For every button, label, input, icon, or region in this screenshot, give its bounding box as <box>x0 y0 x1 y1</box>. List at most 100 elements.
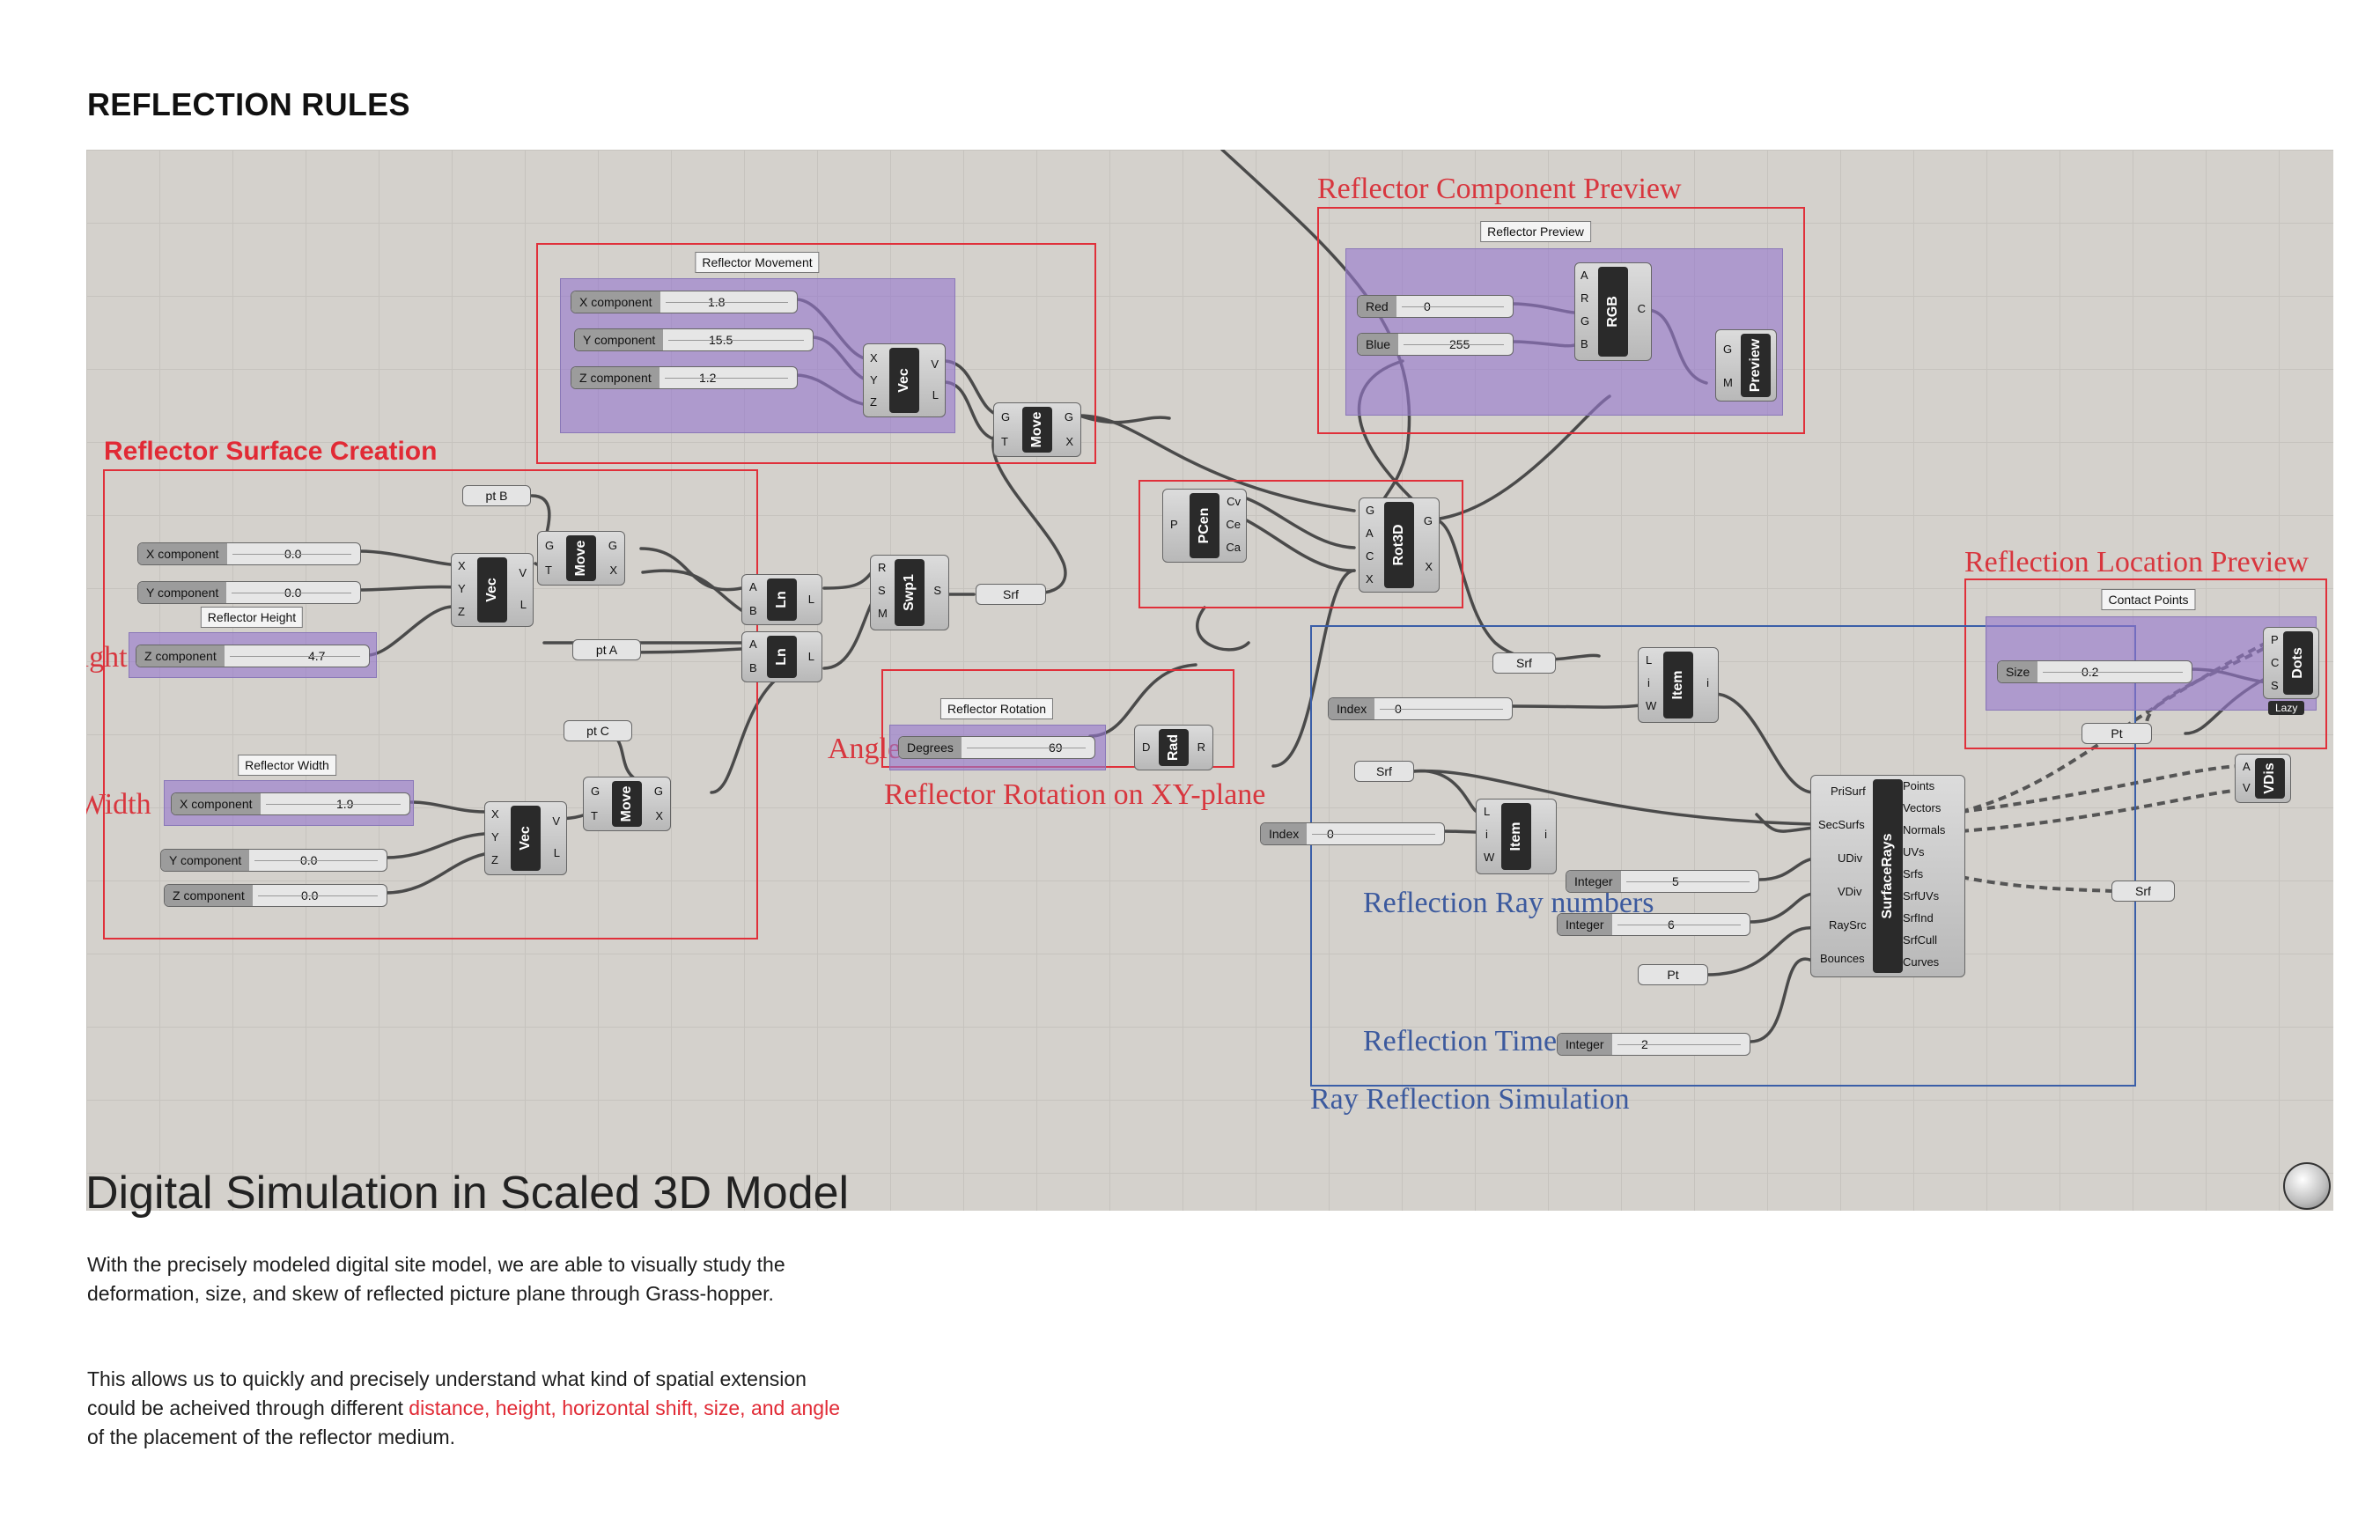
component-preview[interactable]: Preview G M <box>1715 329 1777 402</box>
slider-track[interactable] <box>1402 306 1504 307</box>
component-label: Move <box>1029 411 1044 448</box>
wire <box>409 800 486 814</box>
port-label: X <box>1425 560 1433 573</box>
component-line-1[interactable]: Ln A B L <box>741 574 822 625</box>
slider-name: Z component <box>165 885 253 906</box>
component-move-3[interactable]: Move G T G X <box>583 777 671 831</box>
navigation-ball-icon[interactable] <box>2283 1162 2331 1210</box>
component-core: Move <box>612 781 642 827</box>
wire <box>1078 414 1356 512</box>
port-label: R <box>1197 741 1205 754</box>
component-vector-display[interactable]: VDis A V <box>2235 754 2291 803</box>
grasshopper-canvas[interactable]: Reflector Surface Creation Reflector Com… <box>86 150 2333 1211</box>
component-move-1[interactable]: Move G T G X <box>993 402 1081 457</box>
port-label: L <box>519 598 527 611</box>
slider-track[interactable] <box>665 378 788 379</box>
slider-track[interactable] <box>1404 344 1504 345</box>
slider-track[interactable] <box>258 895 378 896</box>
component-line-2[interactable]: Ln A B L <box>741 631 822 682</box>
slider-track[interactable] <box>254 860 378 861</box>
slider-track[interactable] <box>666 302 788 303</box>
slider-track[interactable] <box>1617 1044 1741 1045</box>
component-vec-surface[interactable]: Vec X Y Z V L <box>451 553 534 627</box>
slider-integer-udiv[interactable]: Integer5 <box>1566 870 1759 893</box>
component-list-item-1[interactable]: Item L i W i <box>1638 647 1719 723</box>
slider-index-2[interactable]: Index0 <box>1260 822 1445 845</box>
component-move-2[interactable]: Move G T G X <box>537 531 625 586</box>
component-list-item-2[interactable]: Item L i W i <box>1476 799 1557 874</box>
slider-track[interactable] <box>1380 709 1503 710</box>
slider-integer-bounces[interactable]: Integer2 <box>1557 1033 1750 1056</box>
wire <box>641 569 743 612</box>
component-surface-rays[interactable]: SurfaceRays PriSurf SecSurfs UDiv VDiv R… <box>1810 775 1965 977</box>
component-core: Preview <box>1741 334 1771 397</box>
param-srf-item[interactable]: Srf <box>1492 652 1556 674</box>
slider-track[interactable] <box>2043 672 2183 673</box>
component-vec-width[interactable]: Vec X Y Z V L <box>484 801 567 875</box>
slider-red[interactable]: Red0 <box>1357 295 1514 318</box>
component-dots[interactable]: Dots P C S <box>2263 627 2319 699</box>
port-label: A <box>749 580 757 593</box>
component-label: Vec <box>484 578 499 602</box>
component-rotate-3d[interactable]: Rot3D G A C X G X <box>1359 497 1440 593</box>
wire <box>1757 857 1816 881</box>
port-label: T <box>545 564 552 577</box>
slider-name: Integer <box>1558 914 1612 935</box>
port-label: Y <box>491 830 499 844</box>
param-srf-primary[interactable]: Srf <box>1354 761 1414 782</box>
wire-dashed <box>1960 641 2267 814</box>
param-pt-c[interactable]: pt C <box>564 720 632 741</box>
port-label: G <box>1723 343 1733 356</box>
port-label: A <box>1581 269 1588 282</box>
slider-name: Red <box>1358 296 1396 317</box>
paragraph-1: With the precisely modeled digital site … <box>87 1253 785 1305</box>
param-srf-output[interactable]: Srf <box>2111 881 2175 902</box>
port-label: i <box>1544 828 1547 841</box>
port-label: V <box>2243 781 2251 794</box>
slider-track[interactable] <box>668 340 804 341</box>
component-vec-movement[interactable]: Vec X Y Z V L <box>863 343 946 417</box>
port-label: G <box>1366 504 1375 517</box>
component-radians[interactable]: Rad D R <box>1134 725 1213 770</box>
slider-integer-vdiv[interactable]: Integer6 <box>1557 913 1750 936</box>
slider-track[interactable] <box>230 656 360 657</box>
slider-track[interactable] <box>266 804 401 805</box>
label-height: Height <box>86 641 128 674</box>
component-rgb[interactable]: RGB A R G B C <box>1574 262 1652 361</box>
component-plane-center[interactable]: PCen P Cv Ce Ca <box>1162 489 1247 563</box>
port-label: SrfUVs <box>1903 889 1940 903</box>
port-label: R <box>1581 291 1589 305</box>
param-pt-a[interactable]: pt A <box>572 639 641 660</box>
slider-track[interactable] <box>1312 834 1435 835</box>
component-sweep[interactable]: Swp1 R S M S <box>870 555 949 630</box>
component-label: Swp1 <box>902 574 917 611</box>
wire <box>1509 704 1643 709</box>
port-label: L <box>932 388 939 402</box>
port-label: G <box>1423 514 1433 527</box>
param-pt-b[interactable]: pt B <box>462 485 531 506</box>
slider-track[interactable] <box>232 554 351 555</box>
slider-track[interactable] <box>1626 881 1750 882</box>
slider-name: X component <box>138 543 227 564</box>
component-label: PCen <box>1197 507 1212 544</box>
param-pt-contact[interactable]: Pt <box>2082 723 2152 744</box>
slider-name: Blue <box>1358 334 1399 355</box>
param-pt-raysrc[interactable]: Pt <box>1638 964 1708 985</box>
component-label: Move <box>619 785 634 822</box>
port-label: Z <box>870 395 877 409</box>
param-srf-sweep[interactable]: Srf <box>976 584 1046 605</box>
slider-index-1[interactable]: Index0 <box>1328 697 1513 720</box>
wire-dashed <box>1960 764 2244 814</box>
